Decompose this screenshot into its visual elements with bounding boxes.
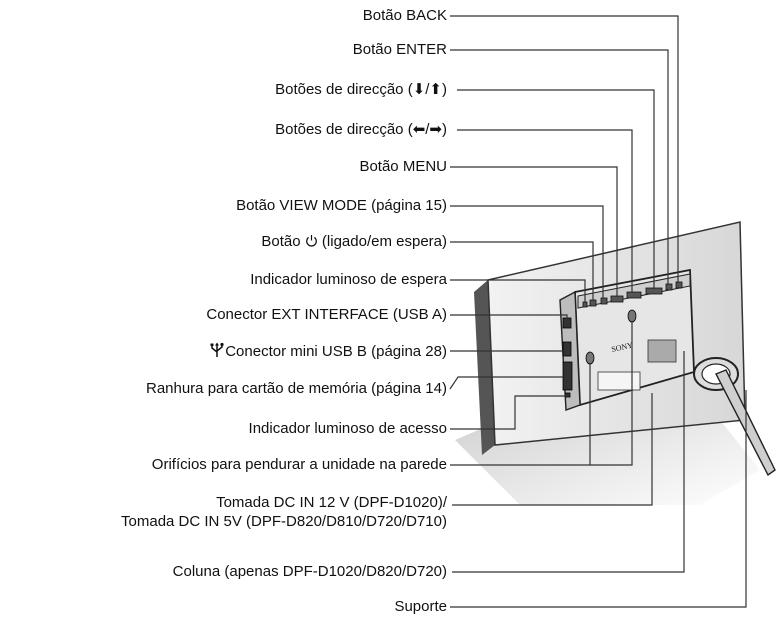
wall-hole-right (627, 309, 637, 323)
power-icon (305, 233, 318, 250)
label-view-mode-button: Botão VIEW MODE (página 15) (236, 197, 447, 214)
leader-lines (449, 15, 747, 608)
leader-column (452, 351, 685, 573)
leader-dc-in (452, 393, 653, 506)
leader-dir-ud (457, 89, 655, 289)
label-stand: Suporte (394, 598, 447, 615)
label-standby-led: Indicador luminoso de espera (250, 271, 447, 288)
button-enter (665, 283, 673, 291)
leader-ext (450, 314, 568, 319)
power-prefix: Botão (261, 233, 305, 250)
label-direction-ud: Botões de direcção (⬇/⬆) (275, 81, 447, 98)
label-direction-lr: Botões de direcção (⬅/➡) (275, 121, 447, 138)
mini-usb-port (562, 341, 572, 357)
button-back (675, 281, 683, 289)
leader-card-slot (449, 376, 563, 390)
leader-dir-lr (457, 129, 633, 293)
usb-icon (209, 342, 225, 360)
dc-in-line2: Tomada DC IN 5V (DPF-D820/D810/D720/D710… (121, 513, 447, 530)
leader-back (450, 15, 679, 283)
top-buttons (582, 281, 683, 308)
label-menu-button: Botão MENU (359, 158, 447, 175)
label-card-slot: Ranhura para cartão de memória (página 1… (145, 380, 447, 397)
label-dc-in: Tomada DC IN 12 V (DPF-D1020)/ Tomada DC… (121, 493, 447, 531)
access-led (564, 392, 571, 398)
ext-interface-port (562, 317, 572, 329)
label-wall-holes: Orifícios para pendurar a unidade na par… (151, 456, 447, 473)
leader-enter (450, 49, 669, 285)
card-slot (562, 361, 573, 391)
power-suffix: (ligado/em espera) (317, 233, 447, 250)
brand-mark: SONY (611, 341, 634, 354)
button-dir-lr (626, 291, 642, 299)
dc-in-line1: Tomada DC IN 12 V (DPF-D1020)/ (216, 494, 447, 511)
leader-standby-led (450, 279, 586, 303)
label-ext-interface: Conector EXT INTERFACE (USB A) (206, 306, 447, 323)
mini-usb-text: Conector mini USB B (página 28) (225, 343, 447, 360)
label-power-button: Botão (ligado/em espera) (261, 233, 447, 251)
label-plate (597, 371, 641, 391)
label-back-button: Botão BACK (362, 7, 447, 24)
side-connectors (562, 317, 573, 398)
leader-stand (450, 390, 747, 608)
label-enter-button: Botão ENTER (352, 41, 447, 58)
label-mini-usb: Conector mini USB B (página 28) (209, 342, 447, 361)
button-view-mode (600, 297, 608, 305)
label-column: Coluna (apenas DPF-D1020/D820/D720) (172, 563, 447, 580)
leader-power (450, 241, 594, 301)
leader-access-led (450, 395, 566, 430)
label-access-led: Indicador luminoso de acesso (248, 420, 447, 437)
leader-view-mode (450, 205, 604, 299)
leader-wall-hole-r (590, 322, 633, 466)
wall-hole-left (585, 351, 595, 365)
speaker-grille (647, 339, 677, 363)
leader-menu (450, 166, 618, 297)
